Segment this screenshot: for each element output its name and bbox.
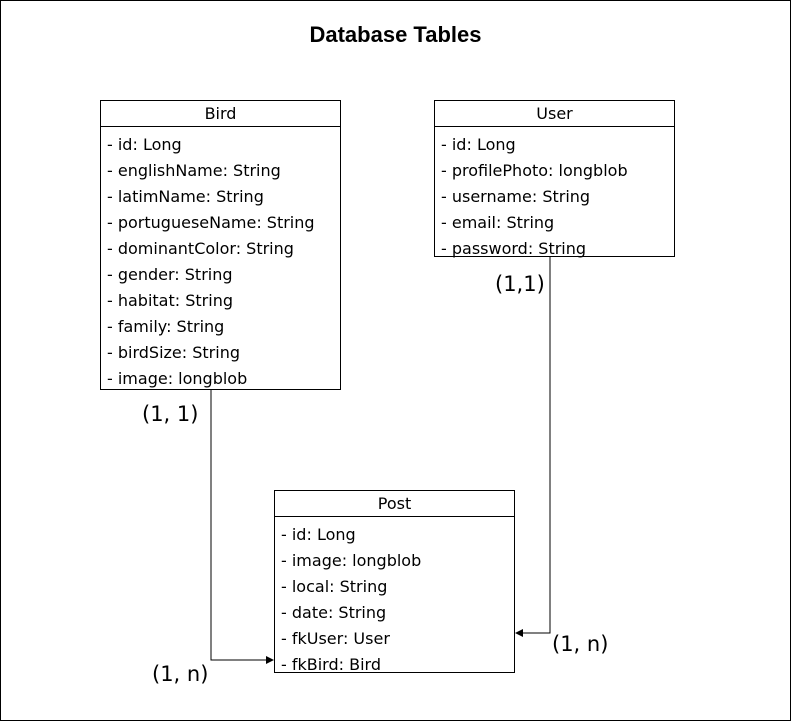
- bird-post-connector: [210, 390, 274, 664]
- field-row: - image: longblob: [107, 369, 248, 388]
- entity-bird-header: Bird: [101, 101, 340, 127]
- field-row: - dominantColor: String: [107, 239, 294, 258]
- field-row: - profilePhoto: longblob: [441, 161, 628, 180]
- entity-user[interactable]: User - id: Long - profilePhoto: longblob -…: [434, 100, 675, 258]
- entity-bird[interactable]: Bird - id: Long - englishName: String - la…: [100, 100, 341, 390]
- field-row: - id: Long: [441, 135, 516, 154]
- entity-post-header: Post: [275, 491, 514, 517]
- diagram-title: Database Tables: [309, 22, 482, 47]
- field-row: - latimName: String: [107, 187, 264, 206]
- field-row: - password: String: [441, 239, 587, 258]
- entity-post[interactable]: Post - id: Long - image: longblob - local:…: [274, 490, 515, 674]
- field-row: - fkUser: User: [281, 629, 390, 648]
- field-row: - birdSize: String: [107, 343, 240, 362]
- field-row: - email: String: [441, 213, 555, 232]
- cardinality-user-side: (1,1): [495, 272, 545, 296]
- field-row: - username: String: [441, 187, 591, 206]
- field-row: - englishName: String: [107, 161, 281, 180]
- field-row: - gender: String: [107, 265, 233, 284]
- user-post-connector: [515, 257, 551, 637]
- field-row: - id: Long: [281, 525, 356, 544]
- cardinality-post-user-side: (1, n): [552, 632, 609, 656]
- entity-bird-fields: - id: Long - englishName: String - latimNa…: [101, 127, 340, 392]
- field-row: - portugueseName: String: [107, 213, 315, 232]
- entity-post-fields: - id: Long - image: longblob - local: Stri…: [275, 517, 514, 678]
- cardinality-bird-side: (1, 1): [142, 402, 199, 426]
- entity-user-header: User: [435, 101, 674, 127]
- field-row: - date: String: [281, 603, 387, 622]
- field-row: - id: Long: [107, 135, 182, 154]
- field-row: - local: String: [281, 577, 388, 596]
- field-row: - image: longblob: [281, 551, 422, 570]
- field-row: - habitat: String: [107, 291, 233, 310]
- cardinality-post-bird-side: (1, n): [152, 662, 209, 686]
- entity-user-fields: - id: Long - profilePhoto: longblob - user…: [435, 127, 674, 262]
- field-row: - family: String: [107, 317, 225, 336]
- field-row: - fkBird: Bird: [281, 655, 381, 674]
